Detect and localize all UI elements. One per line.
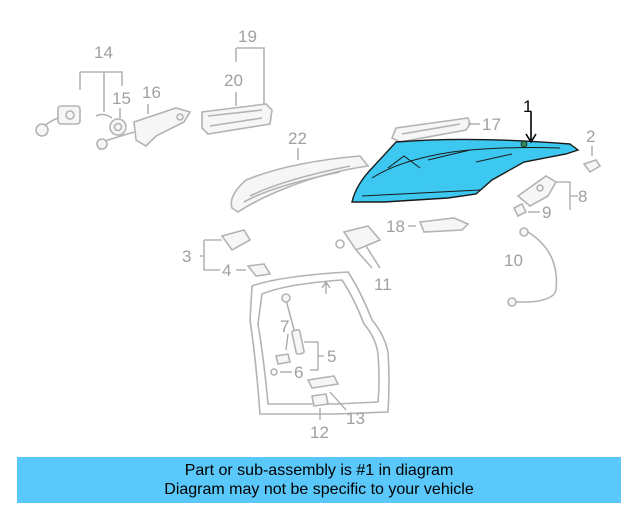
callout-4: 4 (222, 261, 231, 280)
liftgate-frame (249, 271, 390, 415)
callout-3: 3 (182, 247, 191, 266)
part-2-bracket[interactable] (582, 146, 602, 174)
callout-22: 22 (288, 129, 307, 148)
part-14-lock-cylinder[interactable] (35, 71, 123, 137)
callout-19: 19 (238, 27, 257, 46)
callout-2: 2 (586, 127, 595, 146)
callout-18: 18 (386, 217, 405, 236)
caption-line-disclaimer: Diagram may not be specific to your vehi… (164, 481, 474, 498)
callout-16: 16 (142, 83, 161, 102)
callout-7: 7 (280, 317, 289, 336)
part-10-cable[interactable] (507, 227, 558, 307)
caption-banner: Part or sub-assembly is #1 in diagram Di… (17, 457, 621, 503)
callout-20: 20 (224, 71, 243, 90)
part-19-20-license-lamp[interactable] (201, 47, 273, 135)
part-3-4-latch[interactable] (200, 229, 272, 277)
callout-9: 9 (542, 203, 551, 222)
part-5-6-7-strut[interactable] (270, 293, 324, 376)
part-17-molding[interactable] (390, 117, 480, 143)
part-12-13-switch[interactable] (306, 375, 347, 420)
part-8-9-hinge[interactable] (512, 175, 578, 218)
callout-6: 6 (294, 363, 303, 382)
part-15-seal[interactable] (109, 108, 127, 136)
part-1-back-glass[interactable] (351, 112, 580, 203)
part-18-actuator[interactable] (408, 217, 470, 233)
callout-11: 11 (374, 275, 392, 294)
callout-labels: 1 2 3 4 5 6 7 8 9 10 11 12 13 14 15 16 1… (94, 27, 595, 442)
callout-15: 15 (112, 89, 131, 108)
callout-8: 8 (578, 187, 587, 206)
callout-5: 5 (327, 347, 336, 366)
callout-12: 12 (310, 423, 329, 442)
part-16-latch[interactable] (96, 104, 192, 151)
callout-13: 13 (346, 409, 365, 428)
callout-1: 1 (523, 97, 532, 116)
part-22-cover[interactable] (230, 148, 370, 213)
callout-17: 17 (482, 115, 501, 134)
callout-10: 10 (504, 251, 523, 270)
caption-line-part: Part or sub-assembly is #1 in diagram (184, 462, 454, 479)
callout-14: 14 (94, 43, 113, 62)
part-11-lock-actuator[interactable] (335, 225, 382, 269)
part-1-shape (351, 138, 580, 203)
